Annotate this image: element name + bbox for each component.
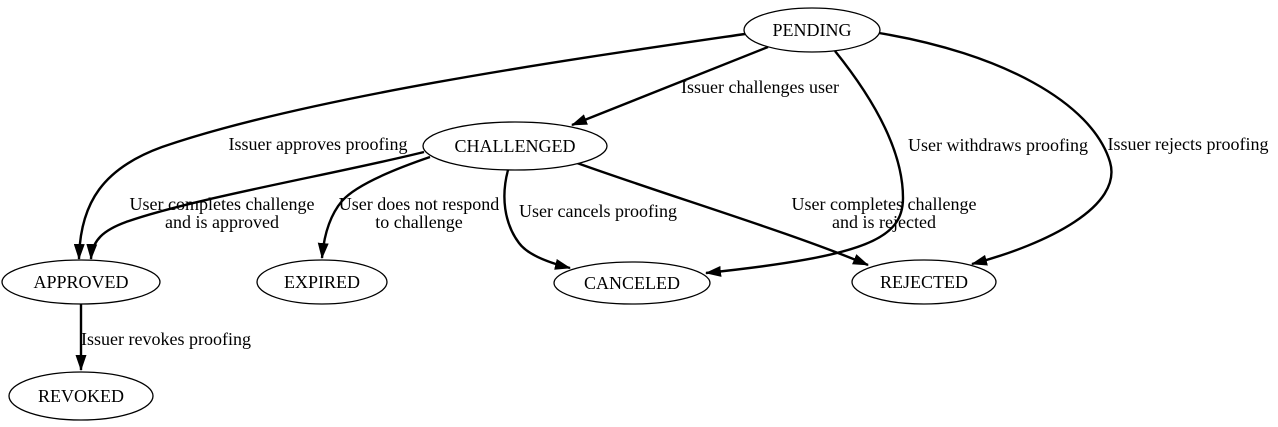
edge-path-challenged-canceled xyxy=(503,169,571,270)
edge-label-challenged-canceled-line1: User cancels proofing xyxy=(519,201,677,221)
edge-challenged-canceled: User cancels proofing xyxy=(503,169,677,270)
node-label-approved: APPROVED xyxy=(33,272,128,292)
edge-label-pending-challenged-line1: Issuer challenges user xyxy=(681,77,839,97)
edge-label-pending-rejected-line1: Issuer rejects proofing xyxy=(1108,134,1269,154)
edge-path-challenged-rejected xyxy=(576,161,869,267)
edge-path-challenged-expired xyxy=(317,155,431,259)
edge-label-approved-revoked-line1: Issuer revokes proofing xyxy=(81,329,251,349)
edge-pending-approved: Issuer approves proofing xyxy=(73,32,746,260)
state-node-approved: APPROVED xyxy=(1,259,161,305)
state-node-revoked: REVOKED xyxy=(8,371,154,421)
edge-path-pending-rejected xyxy=(878,31,1113,266)
edge-approved-revoked: Issuer revokes proofing xyxy=(75,304,251,371)
state-node-rejected: REJECTED xyxy=(851,259,997,305)
edge-label-challenged-approved-line1: User completes challenge xyxy=(130,194,315,214)
node-ellipse-revoked xyxy=(8,371,154,421)
edge-path-challenged-approved xyxy=(86,150,425,260)
state-node-pending: PENDING xyxy=(743,7,881,53)
edge-label-challenged-rejected-line2: and is rejected xyxy=(832,212,936,232)
node-label-rejected: REJECTED xyxy=(880,272,968,292)
node-label-expired: EXPIRED xyxy=(284,272,360,292)
edge-label-pending-canceled-line1: User withdraws proofing xyxy=(908,135,1088,155)
node-ellipse-approved xyxy=(1,259,161,305)
edge-path-pending-challenged xyxy=(571,45,769,127)
node-ellipse-canceled xyxy=(553,261,711,305)
state-node-expired: EXPIRED xyxy=(256,259,388,305)
edge-pending-canceled: User withdraws proofing xyxy=(705,50,1088,277)
edge-path-pending-approved xyxy=(73,32,746,260)
node-ellipse-challenged xyxy=(422,121,608,171)
node-ellipse-expired xyxy=(256,259,388,305)
edge-pending-challenged: Issuer challenges user xyxy=(571,45,839,127)
edge-label-pending-approved-line1: Issuer approves proofing xyxy=(229,134,408,154)
state-node-canceled: CANCELED xyxy=(553,261,711,305)
node-ellipse-rejected xyxy=(851,259,997,305)
node-label-revoked: REVOKED xyxy=(38,386,124,406)
node-label-canceled: CANCELED xyxy=(584,273,680,293)
node-label-pending: PENDING xyxy=(773,20,852,40)
edge-path-pending-canceled xyxy=(705,50,905,277)
edge-pending-rejected: Issuer rejects proofing xyxy=(878,31,1269,266)
state-node-challenged: CHALLENGED xyxy=(422,121,608,171)
edge-label-challenged-approved-line2: and is approved xyxy=(165,212,279,232)
edge-label-challenged-expired-line2: to challenge xyxy=(375,212,462,232)
node-label-challenged: CHALLENGED xyxy=(455,136,576,156)
edge-label-challenged-rejected-line1: User completes challenge xyxy=(792,194,977,214)
edge-label-challenged-expired-line1: User does not respond xyxy=(339,194,499,214)
node-ellipse-pending xyxy=(743,7,881,53)
